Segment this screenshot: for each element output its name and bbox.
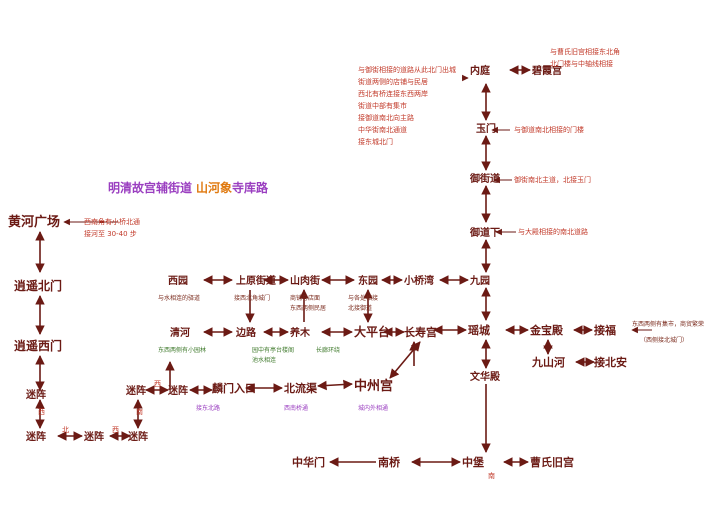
node-juanluru: 麟门入口 (212, 381, 256, 395)
note: （西侧接北城门） (640, 336, 688, 344)
node-mizhen-a: 迷阵 (25, 388, 46, 401)
note: 北门楼与中轴线相接 (550, 59, 613, 68)
node-qinghe: 清河 (170, 326, 190, 339)
node-mizhen-e: 迷阵 (125, 384, 146, 397)
note: 与各处相接 (348, 294, 378, 302)
node-zhongbao: 中堡 (462, 455, 484, 469)
note: 接东北路 (196, 404, 220, 412)
node-yudaoxia: 御道下 (469, 226, 500, 239)
node-dongyuan: 东园 (358, 274, 378, 287)
note: 街道两侧的店铺与民居 (358, 77, 428, 86)
title-part2: 山河象 (196, 180, 232, 195)
node-jinbao: 金宝殿 (529, 323, 564, 337)
note: 接河至 30-40 步 (84, 229, 137, 238)
note: 与水相连的驿道 (158, 294, 200, 302)
note: 东西两侧民居 (290, 304, 326, 312)
edge (317, 379, 353, 391)
node-mizhen-d: 迷阵 (127, 430, 148, 443)
node-bixia: 碧霞宫 (531, 64, 562, 77)
note: 接西北角城门 (234, 294, 270, 302)
node-shanrou: 山肉街 (290, 274, 320, 287)
note: 西南桥通 (284, 404, 308, 412)
node-caoshi: 曹氏旧宫 (530, 455, 574, 469)
node-huanghe: 黄河广场 (8, 214, 60, 230)
node-beiliuqi: 北流渠 (284, 381, 318, 395)
note: 西南角有小桥北通 (84, 217, 140, 226)
node-zhonghua: 中华门 (292, 455, 325, 469)
note: 与大殿相接的南北道路 (518, 227, 588, 236)
node-zhongzhou-top: 内庭 (470, 64, 491, 77)
edge-label: 北 (62, 426, 69, 434)
note: 城内外相通 (358, 404, 388, 412)
edge (389, 341, 421, 379)
note: 御街南北主道，北接玉门 (514, 175, 591, 184)
title-part3: 寺库路 (232, 180, 269, 195)
note: 与御街相接的道路从此北门出城 (358, 65, 456, 74)
node-jiebeian: 接北安 (594, 355, 627, 369)
node-xiaoqiao: 小桥湾 (403, 274, 434, 287)
node-mizhen-f: 迷阵 (167, 384, 188, 397)
note: 园中有亭台楼阁 (252, 346, 294, 354)
note: 西北有桥连接东西两岸 (358, 89, 428, 98)
node-xiaoyanbei: 逍遥北门 (14, 278, 62, 293)
node-nanqiao: 南桥 (378, 455, 401, 469)
note: 东西两侧有集市，商贸繁荣 (632, 320, 704, 328)
note: 接御道南北向主路 (358, 113, 414, 122)
node-wenhua: 文华殿 (470, 370, 501, 383)
node-yujiequ: 御街道 (469, 172, 500, 185)
note: 与御道南北相接的门楼 (514, 125, 584, 134)
node-mizhen-b: 迷阵 (25, 430, 46, 443)
title-part1: 明清故宫辅街道 (108, 180, 192, 195)
node-xiaoyanxi: 逍遥西门 (14, 338, 62, 353)
note: 与曹氏旧宫相接东北角 (550, 47, 620, 56)
node-yangmu: 养木 (289, 326, 311, 339)
node-xiyuan: 西园 (168, 275, 188, 287)
node-dapingtai: 大平台 (354, 324, 390, 339)
note: 池水相连 (252, 356, 276, 364)
note: 接东城北门 (358, 137, 393, 146)
node-zhongzhou: 中州宫 (354, 378, 393, 394)
node-yaochen: 瑶城 (468, 323, 490, 337)
node-bianlu: 边路 (235, 326, 257, 339)
node-yumen: 玉门 (476, 122, 496, 135)
node-changshou: 长寿宫 (404, 325, 437, 339)
edge-label: 西 (154, 380, 161, 388)
note: 东西两侧有小园林 (158, 346, 206, 354)
node-jiushan: 九山河 (531, 355, 565, 369)
note: 商铺与店面 (290, 294, 320, 302)
edge-label: 西 (38, 408, 45, 416)
note: 街道中部有集市 (358, 101, 407, 110)
note: 长廊环绕 (316, 346, 340, 354)
edge-label: 南 (136, 407, 143, 416)
edge-label: 西 (112, 426, 119, 434)
node-mizhen-c: 迷阵 (83, 430, 104, 443)
note: 北接御道 (348, 304, 372, 312)
node-shangyuan: 上原街道 (236, 274, 276, 287)
edge-label: 南 (488, 471, 495, 480)
node-jiefu: 接福 (594, 323, 616, 337)
node-jiuyuan: 九园 (469, 274, 490, 287)
note: 中华街南北通道 (358, 125, 407, 134)
